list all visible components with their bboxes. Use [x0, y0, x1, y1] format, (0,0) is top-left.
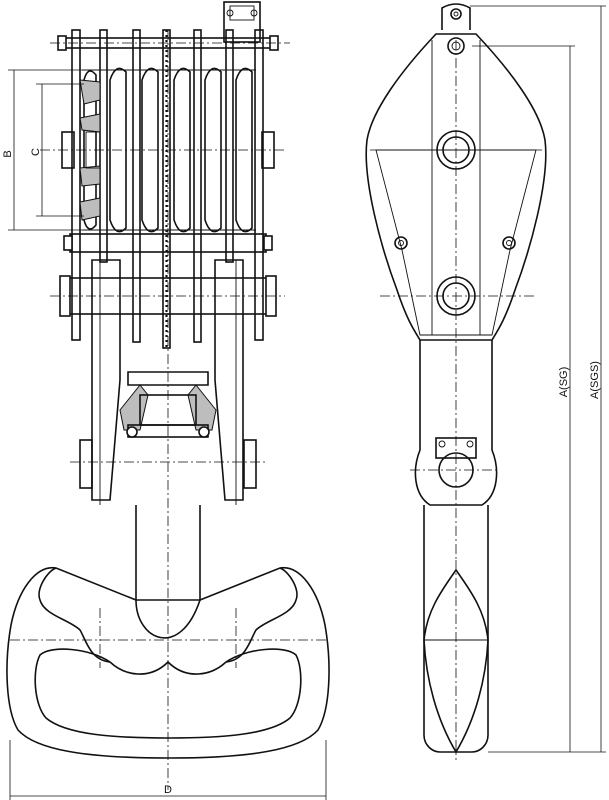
- dimension-a-sgs: A(SGS): [470, 5, 606, 753]
- crosshead: [119, 371, 217, 438]
- side-plate: [365, 33, 547, 560]
- dimension-b-label: B: [2, 150, 14, 157]
- sheave-axle: [40, 131, 285, 169]
- dimension-d: D: [9, 740, 327, 800]
- side-nuts: [394, 236, 516, 250]
- side-plates: [71, 29, 264, 349]
- dimension-a-sg: A(SG): [472, 45, 575, 753]
- dimension-a-sg-label: A(SG): [558, 367, 570, 398]
- side-hook-housing: [410, 340, 500, 506]
- dimension-c: C: [30, 83, 84, 217]
- dimension-b: B: [2, 69, 82, 231]
- ramshorn-hook: [6, 567, 330, 759]
- top-shackle: [223, 1, 261, 43]
- dimension-d-label: D: [164, 784, 172, 796]
- dimension-a-sgs-label: A(SGS): [589, 361, 601, 399]
- hook-shank: [135, 30, 201, 790]
- sheave-hub-section: [79, 79, 101, 221]
- side-axle: [436, 130, 476, 316]
- lower-bolts: [70, 439, 265, 489]
- dimension-c-label: C: [30, 148, 42, 156]
- side-view: A(SG) A(SGS): [365, 3, 606, 760]
- front-view: B C D: [2, 1, 330, 800]
- sheave-stack: [82, 67, 256, 233]
- side-hook: [423, 505, 489, 760]
